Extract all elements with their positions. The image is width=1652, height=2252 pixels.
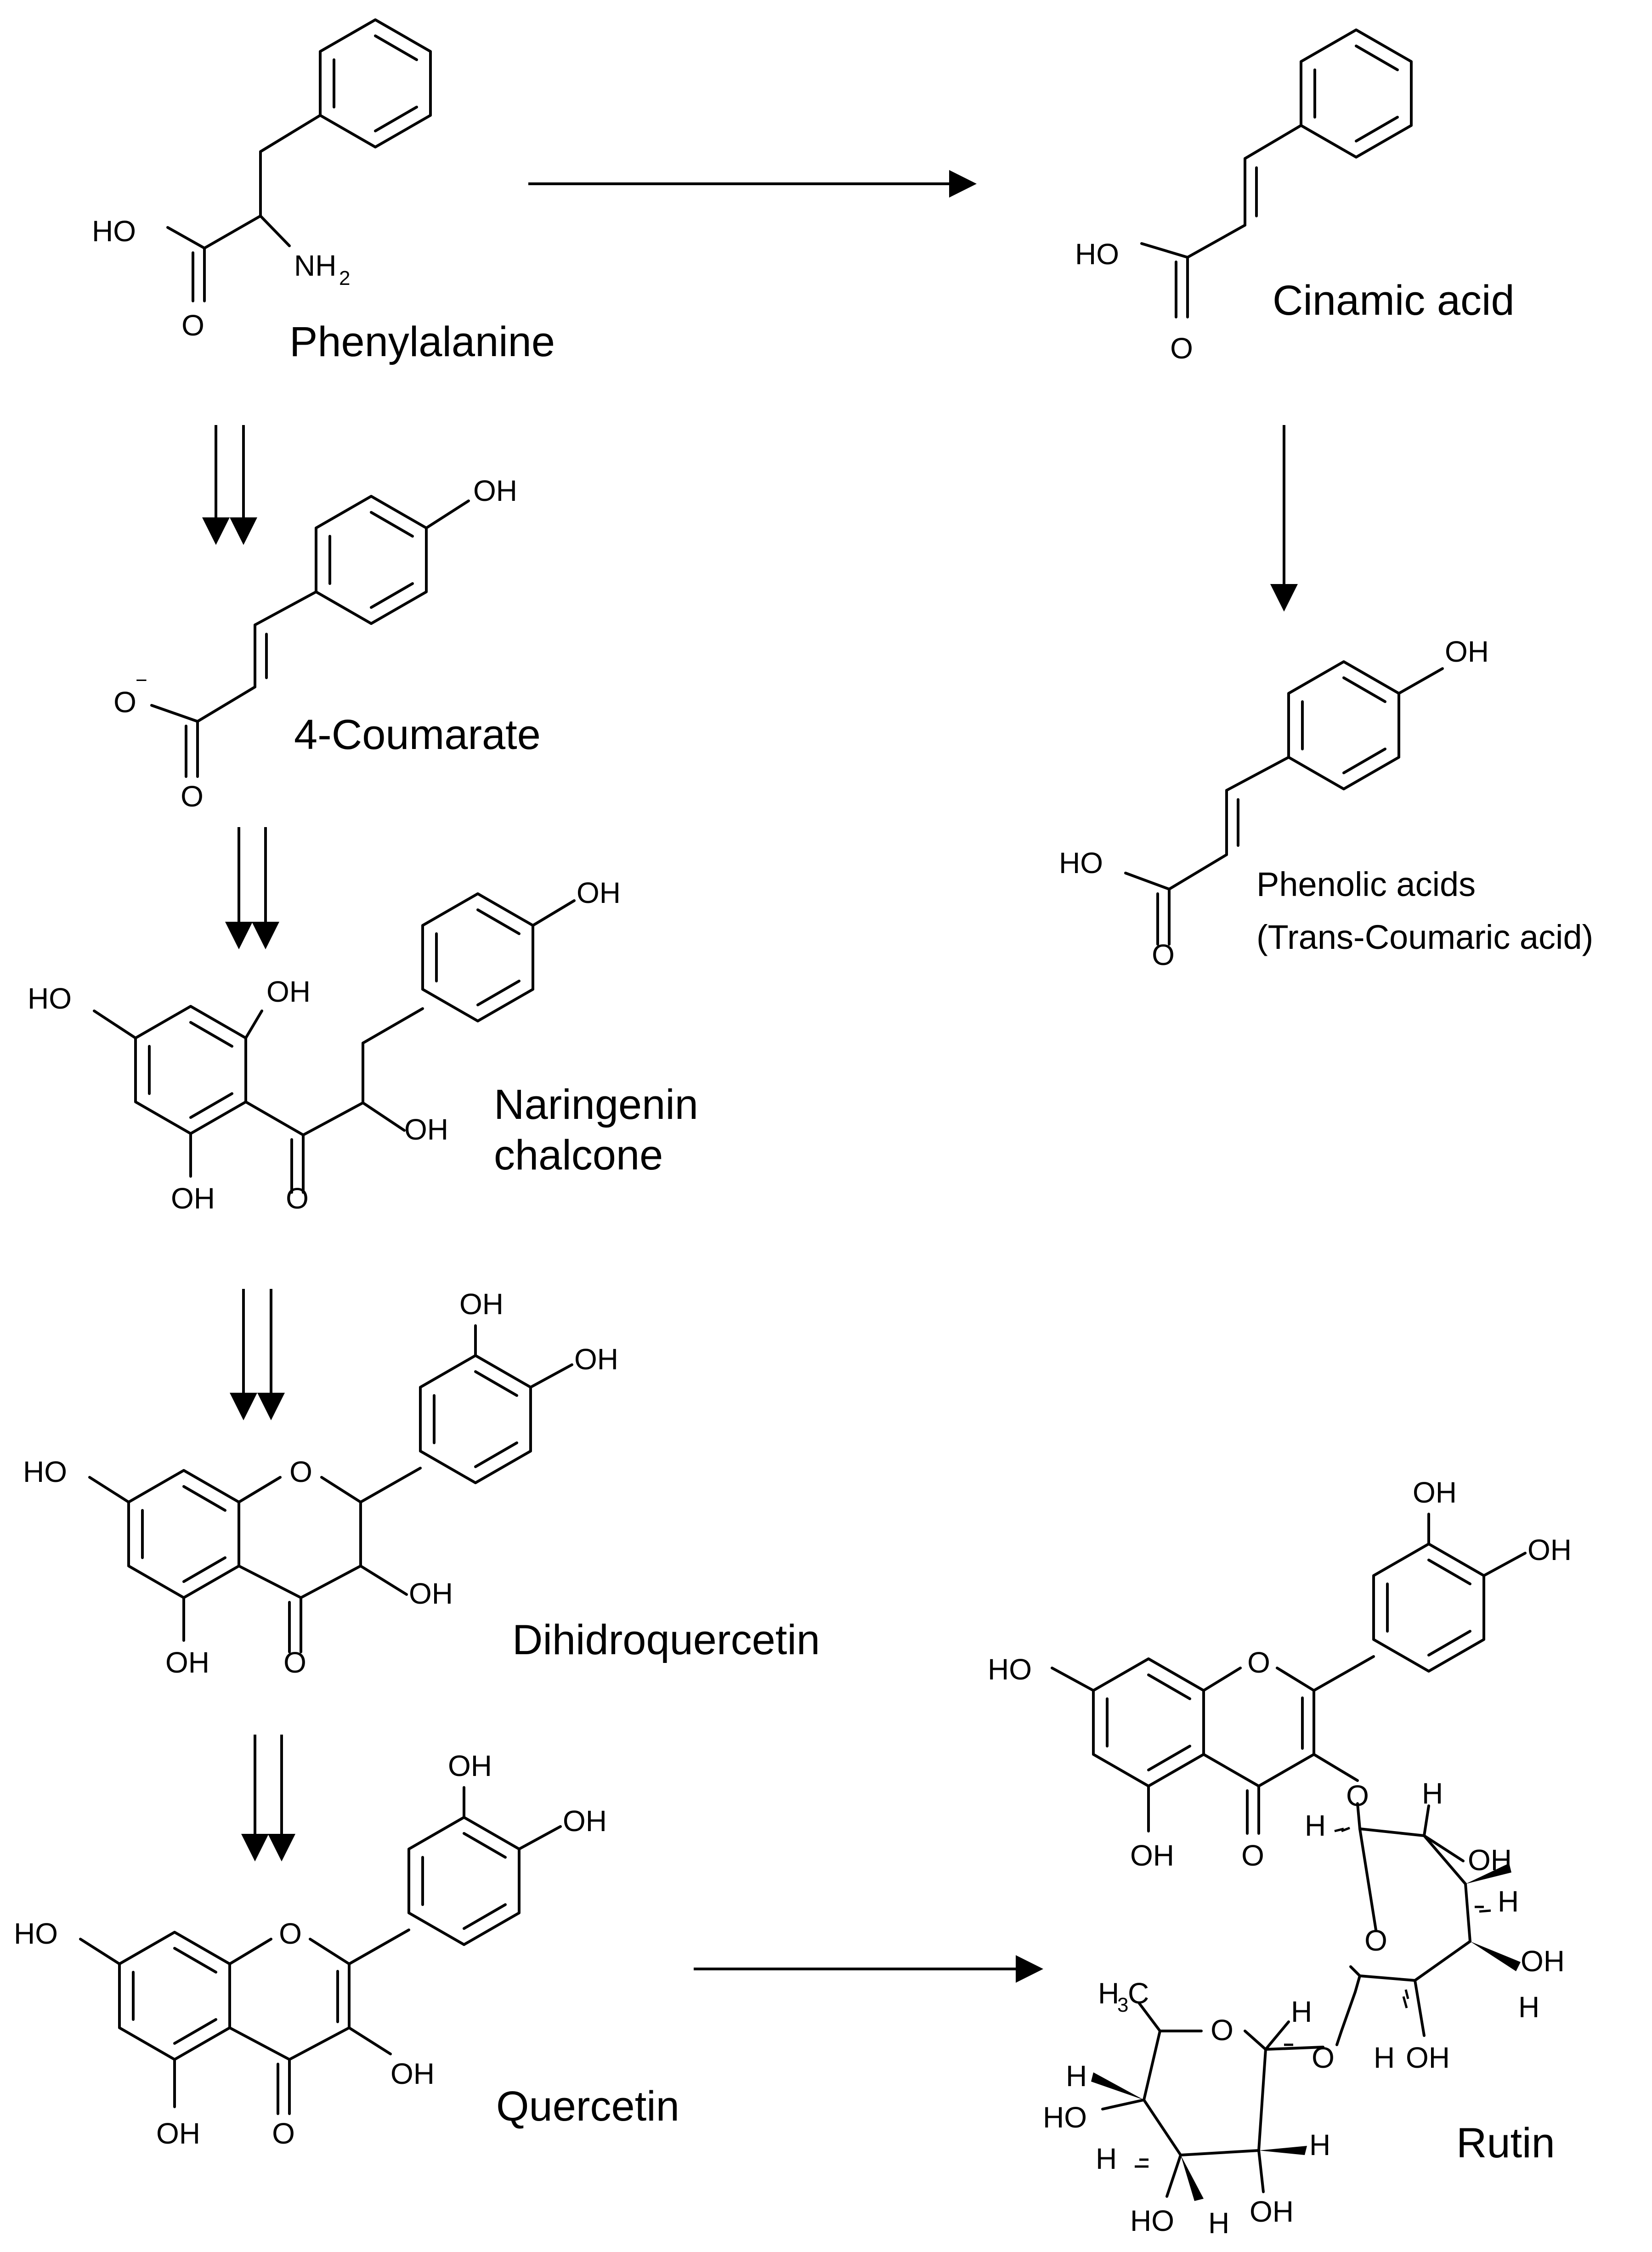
dihidroquercetin-oh-side-label: OH bbox=[409, 1577, 453, 1610]
naringenin-oh-side-label: OH bbox=[404, 1113, 448, 1146]
rutin-h-1-label: H bbox=[1305, 1809, 1326, 1842]
quercetin-oh-side-label: OH bbox=[390, 2057, 435, 2090]
dihidroquercetin-name: Dihidroquercetin bbox=[512, 1617, 820, 1663]
naringenin-ho-label: HO bbox=[28, 982, 72, 1015]
rutin-oh-bottom-label: OH bbox=[1130, 1839, 1174, 1872]
rutin-oh-top-label: OH bbox=[1413, 1476, 1457, 1509]
rutin-carbonyl-o-label: O bbox=[1241, 1839, 1264, 1872]
rutin-h-5-label: H bbox=[1374, 2041, 1395, 2074]
rutin-h-2-label: H bbox=[1422, 1777, 1443, 1810]
phenylalanine-o-label: O bbox=[181, 309, 204, 342]
rutin-glucose-oh-3-label: OH bbox=[1406, 2041, 1450, 2074]
phenylalanine-name: Phenylalanine bbox=[289, 318, 555, 365]
cinamic-acid-structure: HO O bbox=[1075, 28, 1413, 365]
rutin-h-10-label: H bbox=[1208, 2207, 1229, 2240]
quercetin-oh-right-label: OH bbox=[563, 1804, 607, 1838]
rutin-methyl-subscript: 3 bbox=[1117, 1994, 1128, 2016]
quercetin-oh-bottom-label: OH bbox=[156, 2117, 200, 2150]
naringenin-name-line1: Naringenin bbox=[494, 1081, 698, 1128]
rutin-glucose-oh-1-label: OH bbox=[1468, 1844, 1512, 1877]
quercetin-structure: HO O OH O OH OH OH bbox=[14, 1749, 607, 2150]
rutin-name: Rutin bbox=[1456, 2120, 1555, 2167]
coumarate-structure: OH O − O bbox=[113, 474, 517, 813]
quercetin-oh-top-label: OH bbox=[448, 1749, 492, 1782]
rutin-h-6-label: H bbox=[1291, 1995, 1312, 2028]
dihidroquercetin-ho-label: HO bbox=[23, 1455, 67, 1488]
phenylalanine-nh-label: NH bbox=[294, 249, 336, 282]
rutin-glucose-ring-o-label: O bbox=[1364, 1924, 1387, 1957]
rutin-ho-label: HO bbox=[988, 1653, 1032, 1686]
double-arrow-naringenin-to-dihidroquercetin bbox=[230, 1289, 285, 1420]
phenolic-ho-label: HO bbox=[1059, 846, 1103, 879]
rutin-h-9-label: H bbox=[1309, 2128, 1330, 2161]
rutin-h-8-label: H bbox=[1096, 2142, 1117, 2175]
coumarate-o-label: O bbox=[113, 686, 136, 719]
phenolic-o-label: O bbox=[1152, 938, 1175, 971]
dihidroquercetin-oh-bottom-label: OH bbox=[165, 1646, 209, 1679]
naringenin-oh-top-label: OH bbox=[266, 975, 311, 1008]
rutin-rhamnose-ho-1-label: HO bbox=[1043, 2101, 1087, 2134]
naringenin-chalcone-structure: HO OH OH O OH OH bbox=[28, 876, 621, 1215]
naringenin-oh-bottom-label: OH bbox=[171, 1182, 215, 1215]
rutin-ring-o-label: O bbox=[1247, 1646, 1270, 1679]
quercetin-ring-o-label: O bbox=[279, 1917, 302, 1950]
rutin-rhamnose-ring-o-label: O bbox=[1211, 2014, 1233, 2047]
quercetin-o-label: O bbox=[272, 2117, 295, 2150]
phenylalanine-structure: HO O NH 2 bbox=[92, 18, 432, 342]
rutin-rhamnose-ho-2-label: HO bbox=[1130, 2204, 1174, 2237]
coumarate-oh-label: OH bbox=[473, 474, 517, 507]
cinamic-o-label: O bbox=[1170, 332, 1193, 365]
rutin-h-3-label: H bbox=[1498, 1885, 1519, 1918]
cinamic-acid-name: Cinamic acid bbox=[1273, 277, 1515, 324]
dihidroquercetin-o-label: O bbox=[283, 1646, 306, 1679]
dihidroquercetin-structure: HO O OH O OH OH OH bbox=[23, 1288, 618, 1679]
naringenin-o-label: O bbox=[286, 1182, 309, 1215]
double-arrow-phenylalanine-to-coumarate bbox=[202, 425, 257, 545]
quercetin-ho-label: HO bbox=[14, 1917, 58, 1950]
coumarate-name: 4-Coumarate bbox=[294, 711, 541, 758]
phenylalanine-nh2-subscript: 2 bbox=[339, 267, 350, 289]
rutin-methyl-c-label: C bbox=[1128, 1977, 1149, 2010]
dihidroquercetin-oh-top-label: OH bbox=[459, 1288, 504, 1321]
rutin-rhamnose-oh-label: OH bbox=[1250, 2195, 1294, 2228]
coumarate-charge: − bbox=[136, 669, 147, 692]
phenylalanine-ho-label: HO bbox=[92, 215, 136, 248]
double-arrow-dihidroquercetin-to-quercetin bbox=[241, 1735, 295, 1861]
rutin-oh-right-label: OH bbox=[1528, 1533, 1572, 1566]
rutin-glycosidic-o-label: O bbox=[1346, 1779, 1369, 1812]
phenolic-acid-structure: OH HO O bbox=[1059, 635, 1489, 971]
rutin-structure: HO O OH O O OH OH H H OH H OH H O OH H O… bbox=[988, 1476, 1572, 2240]
rutin-methyl-h-label: H bbox=[1098, 1977, 1119, 2010]
phenolic-acids-name: Phenolic acids bbox=[1256, 865, 1476, 903]
naringenin-name-line2: chalcone bbox=[494, 1132, 663, 1179]
dihidroquercetin-ring-o-label: O bbox=[289, 1455, 312, 1488]
rutin-h-7-label: H bbox=[1066, 2059, 1087, 2093]
rutin-glucose-oh-2-label: OH bbox=[1521, 1945, 1565, 1978]
rutin-h-4-label: H bbox=[1518, 1991, 1539, 2024]
rutin-link-o-label: O bbox=[1312, 2041, 1335, 2074]
cinamic-ho-label: HO bbox=[1075, 238, 1119, 271]
naringenin-oh-ring-label: OH bbox=[577, 876, 621, 909]
double-arrow-coumarate-to-naringenin bbox=[225, 827, 279, 949]
dihidroquercetin-oh-right-label: OH bbox=[574, 1343, 618, 1376]
quercetin-name: Quercetin bbox=[496, 2083, 679, 2130]
coumarate-carbonyl-o-label: O bbox=[181, 780, 204, 813]
phenolic-acids-subname: (Trans-Coumaric acid) bbox=[1256, 918, 1593, 956]
phenolic-oh-label: OH bbox=[1445, 635, 1489, 668]
